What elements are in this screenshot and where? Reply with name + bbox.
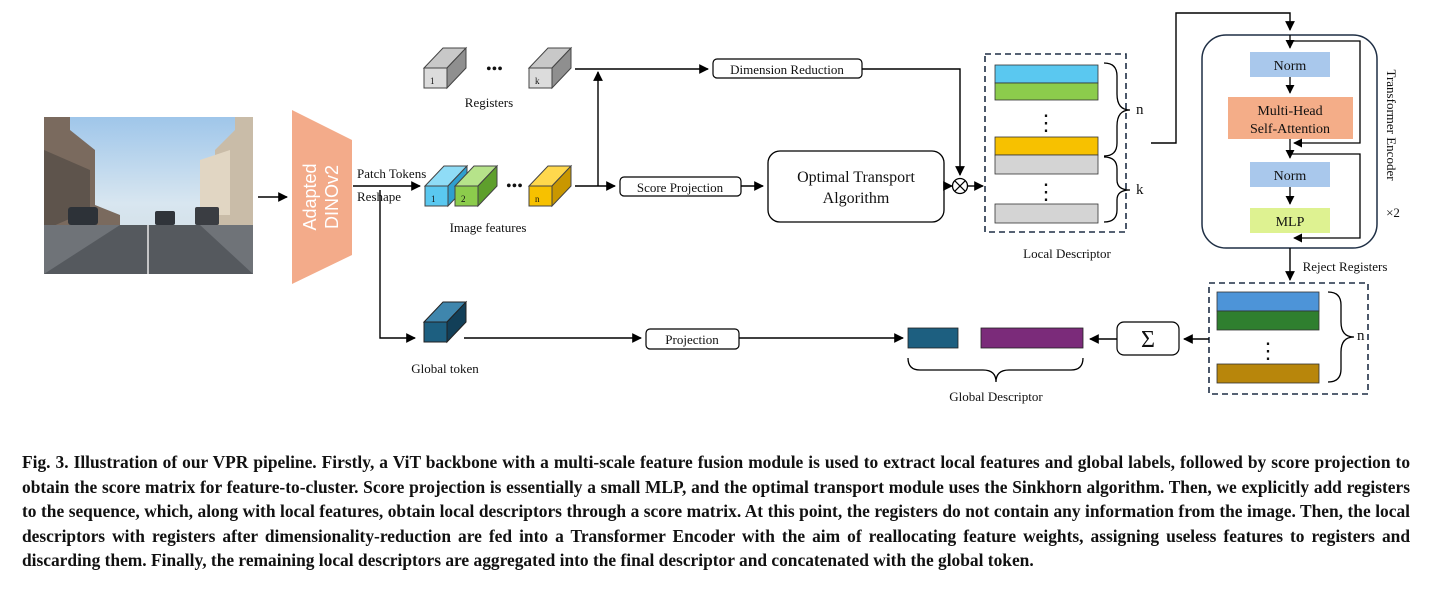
local-bar-green: [994, 82, 1099, 101]
local-vdots-1: ⋮: [1035, 110, 1057, 135]
reject-registers-label: Reject Registers: [1303, 259, 1388, 274]
brace-k-label: k: [1136, 182, 1144, 198]
brace-k: [1103, 156, 1131, 223]
global-token-label: Global token: [411, 361, 479, 376]
backbone-label-adapted: Adapted: [300, 163, 320, 230]
right-brace-n-label: n: [1357, 328, 1365, 344]
optimal-transport-label-1: Optimal Transport: [797, 169, 915, 186]
filtered-vdots: ⋮: [1257, 338, 1279, 363]
feature-index-1: 1: [431, 194, 436, 204]
mlp-box: [1250, 208, 1330, 233]
caption-fig-label: Fig. 3.: [22, 452, 69, 472]
score-projection-label: Score Projection: [637, 180, 724, 195]
norm-2-label: Norm: [1274, 169, 1307, 184]
register-first-index: 1: [430, 76, 435, 86]
filtered-bar-blue: [1216, 291, 1320, 312]
local-descriptor-box: [984, 53, 1127, 233]
patch-tokens-label: Patch Tokens: [357, 166, 426, 181]
local-bar-gray-2: [994, 203, 1099, 224]
optimal-transport-label-2: Algorithm: [823, 190, 890, 207]
filtered-bar-green: [1216, 310, 1320, 331]
transformer-encoder-title: Transformer Encoder: [1384, 69, 1399, 181]
projection-box: [645, 328, 740, 350]
pipeline-diagram: Adapted DINOv2 Patch Tokens Reshape 1 ••…: [44, 12, 1400, 404]
norm-1-box: [1250, 52, 1330, 77]
global-token: [422, 300, 468, 344]
global-descriptor-teal: [907, 327, 959, 349]
register-ellipsis: •••: [486, 61, 503, 78]
registers-label: Registers: [465, 95, 513, 110]
optimal-transport-box: [767, 150, 945, 223]
multi-head-attention-box: [1228, 97, 1353, 139]
transformer-repeat-label: ×2: [1386, 205, 1400, 220]
dimension-reduction-label: Dimension Reduction: [730, 62, 844, 77]
local-bar-gray-1: [994, 154, 1099, 175]
local-descriptor-label: Local Descriptor: [1023, 246, 1111, 261]
global-descriptor-label: Global Descriptor: [949, 389, 1043, 404]
brace-n: [1103, 62, 1131, 157]
local-bar-cyan: [994, 64, 1099, 84]
mlp-label: MLP: [1276, 215, 1305, 230]
norm-1-label: Norm: [1274, 59, 1307, 74]
mhsa-label-1: Multi-Head: [1257, 104, 1322, 119]
street-photo: [44, 117, 253, 274]
filtered-bar-olive: [1216, 363, 1320, 384]
right-brace-n: [1327, 291, 1355, 383]
register-token-k: k: [527, 46, 573, 90]
feature-ellipsis: •••: [506, 178, 523, 195]
feature-token-2: 2: [453, 164, 499, 208]
backbone-label-dinov2: DINOv2: [322, 165, 342, 229]
norm-2-box: [1250, 162, 1330, 187]
sum-symbol: Σ: [1141, 327, 1155, 353]
feature-index-n: n: [535, 194, 540, 204]
caption-text: Illustration of our VPR pipeline. Firstl…: [22, 452, 1411, 571]
global-descriptor-brace: [907, 357, 1084, 383]
projection-label: Projection: [665, 332, 719, 347]
feature-token-n: n: [527, 164, 573, 208]
reshape-label: Reshape: [357, 189, 401, 204]
global-descriptor-purple: [980, 327, 1084, 349]
figure-caption: Fig. 3. Illustration of our VPR pipeline…: [22, 450, 1410, 573]
backbone-block: [292, 110, 352, 284]
register-token-1: 1: [422, 46, 468, 90]
brace-n-label: n: [1136, 102, 1144, 118]
feature-index-2: 2: [461, 194, 466, 204]
local-bar-gold: [994, 136, 1099, 156]
register-last-index: k: [535, 76, 540, 86]
image-features-label: Image features: [450, 220, 527, 235]
mhsa-label-2: Self-Attention: [1250, 122, 1330, 137]
local-vdots-2: ⋮: [1035, 179, 1057, 204]
